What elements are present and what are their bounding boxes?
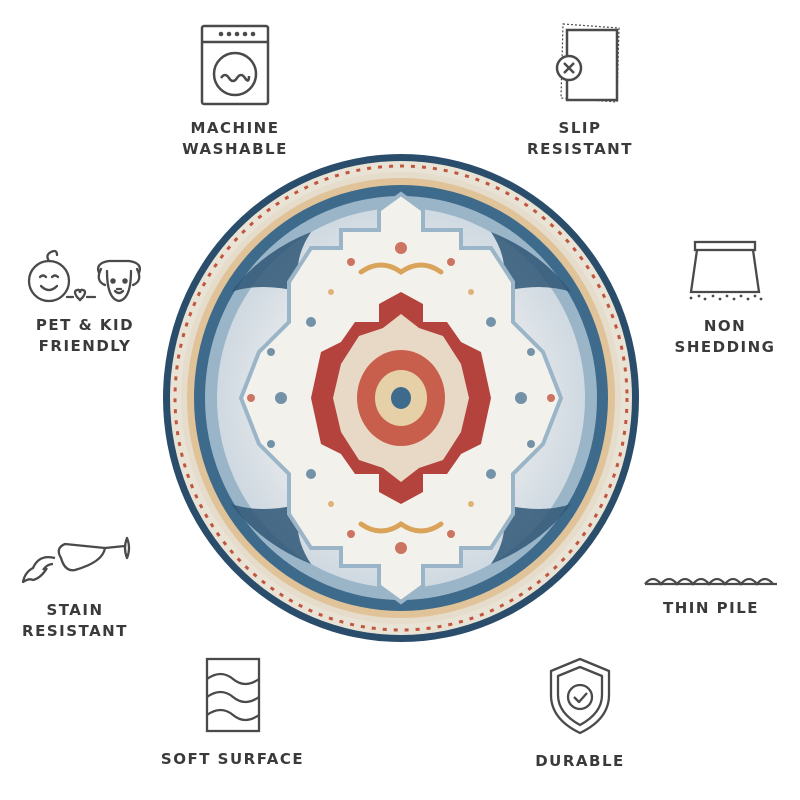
feature-soft-surface: SOFT SURFACE bbox=[150, 655, 315, 770]
pet-kid-line2: FRIENDLY bbox=[38, 337, 132, 355]
stain-resistant-line2: RESISTANT bbox=[22, 622, 128, 640]
thin-pile-line1: THIN PILE bbox=[662, 599, 760, 617]
non-shedding-line1: NON bbox=[703, 317, 747, 335]
durable-line1: DURABLE bbox=[535, 752, 625, 770]
non-shedding-line2: SHEDDING bbox=[674, 338, 776, 356]
feature-machine-washable: MACHINE WASHABLE bbox=[160, 22, 310, 160]
slip-resistant-icon bbox=[555, 23, 620, 103]
slip-resistant-line1: SLIP bbox=[558, 119, 602, 137]
machine-washable-line2: WASHABLE bbox=[182, 140, 288, 158]
pet-kid-line1: PET & KID bbox=[35, 316, 135, 334]
feature-stain-resistant: STAIN RESISTANT bbox=[5, 530, 145, 642]
machine-washable-line1: MACHINE bbox=[190, 119, 280, 137]
slip-resistant-line2: RESISTANT bbox=[527, 140, 633, 158]
feature-pet-kid-friendly: PET & KID FRIENDLY bbox=[10, 245, 160, 357]
shield-check-icon bbox=[549, 657, 611, 735]
thin-pile-icon bbox=[644, 577, 777, 586]
feature-non-shedding: NON SHEDDING bbox=[650, 238, 800, 358]
feature-slip-resistant: SLIP RESISTANT bbox=[505, 22, 655, 160]
non-shedding-icon bbox=[689, 240, 763, 301]
stain-resistant-line1: STAIN bbox=[46, 601, 104, 619]
soft-surface-icon bbox=[205, 657, 260, 733]
washing-machine-icon bbox=[200, 24, 270, 106]
round-rug-image bbox=[163, 154, 639, 642]
pet-kid-icon bbox=[27, 249, 142, 303]
feature-durable: DURABLE bbox=[505, 655, 655, 772]
soft-surface-line1: SOFT SURFACE bbox=[160, 750, 305, 768]
wine-glass-icon bbox=[21, 536, 131, 584]
feature-thin-pile: THIN PILE bbox=[636, 572, 786, 619]
